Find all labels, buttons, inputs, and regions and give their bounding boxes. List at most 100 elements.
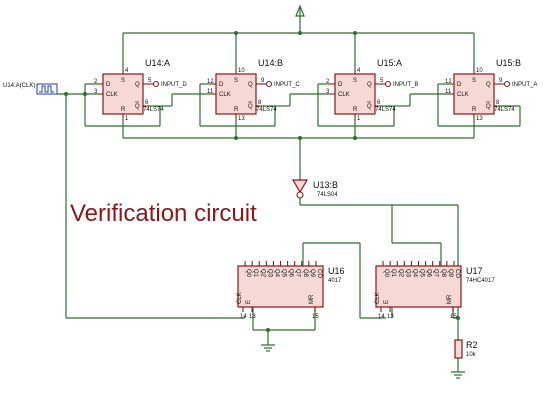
pin-number-clr: 13 (238, 116, 245, 122)
pin-name-d: D (106, 82, 111, 88)
pin-name-d: D (219, 82, 224, 88)
counter-output-q2: Q2 (259, 269, 265, 278)
counter-pin-number: 13 (249, 314, 256, 320)
counter-output-q1: Q1 (390, 269, 396, 278)
counter-output-q9: Q9 (447, 269, 453, 278)
pin-number-q: 9 (499, 78, 503, 84)
pin-number-qbar: 8 (258, 100, 262, 106)
flipflop-ref: U15:A (377, 58, 402, 68)
counter-output-q8: Q8 (302, 269, 308, 278)
pin-name-clk: CLK (106, 92, 118, 98)
pin-number-pre: 10 (238, 68, 245, 74)
output-terminal (265, 80, 273, 88)
counter-pin-number: 15 (450, 314, 457, 320)
counter-output-q2: Q2 (397, 269, 403, 278)
flipflop-part: 74LS74 (494, 107, 515, 113)
counter-pin-clk: CLK (237, 292, 243, 304)
counter-output-q7: Q7 (433, 269, 439, 278)
reset-bus-wire (122, 118, 475, 140)
inverter-ref: U13:B (313, 180, 338, 190)
pin-number-pre: 4 (125, 68, 129, 74)
pin-name-clr: R (121, 107, 126, 113)
output-terminal (384, 80, 392, 88)
counter-wires (252, 205, 460, 345)
pin-number-clk: 11 (445, 89, 452, 95)
resistor-r2: R2 10k (454, 339, 478, 372)
output-label: INPUT_B (393, 82, 418, 88)
pin-number-clr: 1 (357, 116, 361, 122)
counter-pin-number: 14 (240, 314, 247, 320)
pin-number-clk: 11 (207, 89, 214, 95)
output-label: INPUT_A (512, 82, 537, 88)
counter-pin-number: 15 (312, 314, 319, 320)
flipflop-body (215, 73, 257, 115)
counter-output-q7: Q7 (295, 269, 301, 278)
pin-name-qbar: Q (135, 104, 140, 110)
page-title: Verification circuit (70, 200, 257, 227)
pin-number-clk: 3 (94, 89, 98, 95)
counter-ref: U16 (328, 266, 345, 276)
pin-number-q: 5 (148, 78, 152, 84)
counter-pin-number: 14 (378, 314, 385, 320)
inverter-u13b: U13:B 74LS04 (291, 138, 459, 318)
pin-name-clr: R (472, 107, 477, 113)
flipflop-group: DCLKQQSR235641INPUT_DU14:A74LS74DCLKQQSR… (94, 58, 537, 122)
pin-name-d: D (338, 82, 343, 88)
pin-number-pre: 10 (476, 68, 483, 74)
counter-pin-e: E (246, 300, 252, 304)
counter-output-q3: Q3 (266, 269, 272, 278)
pin-name-qbar: Q (367, 104, 372, 110)
counter-pin-number: 13 (387, 314, 394, 320)
pin-name-clr: R (353, 107, 358, 113)
pin-name-clk: CLK (219, 92, 231, 98)
counter-body (375, 265, 462, 308)
counter-pin-mr: MR (309, 294, 315, 304)
pin-number-pre: 4 (357, 68, 361, 74)
pin-number-clr: 1 (125, 116, 129, 122)
top-bus-wire (122, 31, 475, 69)
counter-part: 74HC4017 (466, 278, 495, 284)
clock-source-label: U14:A(CLK) (3, 83, 35, 89)
pin-name-clr: R (234, 107, 239, 113)
pin-name-q: Q (135, 82, 140, 88)
pin-number-d: 2 (326, 79, 330, 85)
pin-number-clk: 3 (326, 89, 330, 95)
pin-name-pre: S (472, 78, 476, 84)
ground-symbol-2 (451, 371, 465, 379)
clock-source: U14:A(CLK) (3, 83, 245, 319)
pin-number-d: 2 (94, 79, 98, 85)
counter-ref: U17 (466, 266, 483, 276)
counter-output-q6: Q6 (288, 269, 294, 278)
output-label: INPUT_C (274, 82, 300, 88)
pin-number-qbar: 6 (145, 100, 149, 106)
counter-output-q0: Q0 (383, 269, 389, 278)
counter-output-q4: Q4 (411, 269, 417, 278)
pin-number-qbar: 8 (496, 100, 500, 106)
counter-output-q5: Q5 (281, 269, 287, 278)
counter-pin-clk: CLK (375, 292, 381, 304)
flipflop-part: 74LS74 (375, 107, 396, 113)
pin-name-pre: S (121, 78, 125, 84)
output-terminal (152, 80, 160, 88)
pin-name-clk: CLK (338, 92, 350, 98)
counter-output-q1: Q1 (252, 269, 258, 278)
pin-name-q: Q (486, 82, 491, 88)
flipflop-body (102, 73, 144, 115)
pin-name-qbar: Q (486, 104, 491, 110)
pin-number-q: 5 (380, 78, 384, 84)
output-label: INPUT_D (161, 82, 187, 88)
counter-output-q6: Q6 (426, 269, 432, 278)
pin-number-d: 12 (207, 79, 214, 85)
pin-name-clk: CLK (457, 92, 469, 98)
counter-output-co: CO (316, 269, 322, 278)
counter-output-q8: Q8 (440, 269, 446, 278)
output-terminal (503, 80, 511, 88)
pin-name-pre: S (234, 78, 238, 84)
counter-pin-mr: MR (447, 294, 453, 304)
counter-pin-e: E (384, 300, 390, 304)
counter-output-q4: Q4 (273, 269, 279, 278)
